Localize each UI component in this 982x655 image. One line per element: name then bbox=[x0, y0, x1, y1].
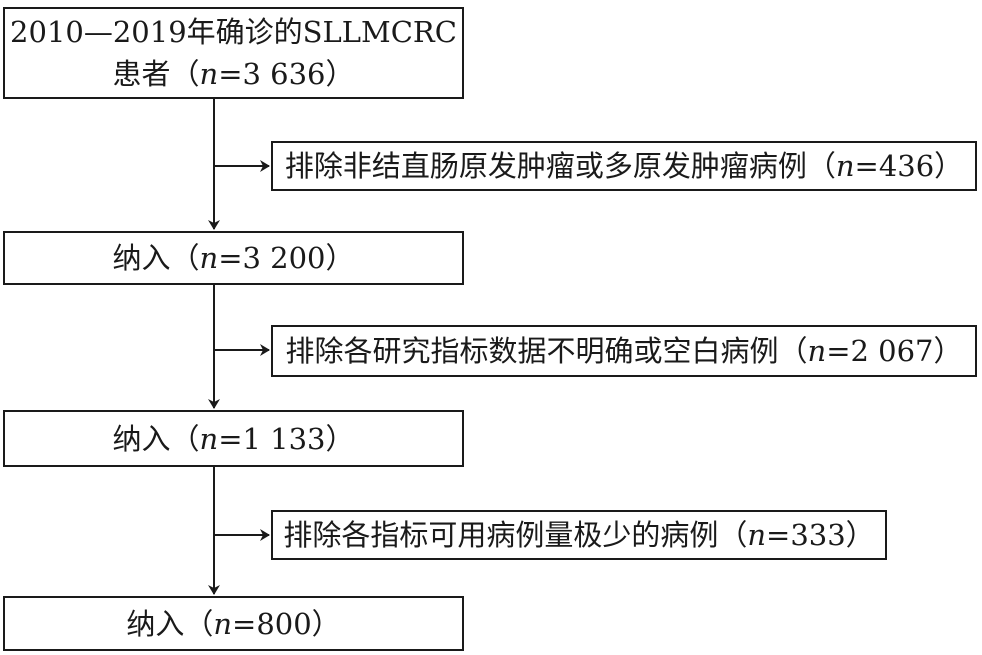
exclusion-text-3: 排除各指标可用病例量极少的病例（n=333） bbox=[283, 514, 874, 556]
included-2-prefix: 纳入（ bbox=[112, 421, 200, 456]
included-2-value: =1 133） bbox=[218, 421, 355, 456]
final-cohort-n-symbol: n bbox=[213, 606, 233, 641]
included-1-value: =3 200） bbox=[218, 241, 355, 275]
exclusion-2-n-symbol: n bbox=[807, 334, 827, 368]
included-1-n-symbol: n bbox=[199, 241, 219, 275]
included-1-prefix: 纳入（ bbox=[112, 241, 200, 275]
exclusion-1-n-symbol: n bbox=[835, 149, 855, 183]
exclusion-box-2: 排除各研究指标数据不明确或空白病例（n=2 067） bbox=[271, 325, 977, 377]
included-box-1: 纳入（n=3 200） bbox=[3, 231, 464, 285]
exclusion-2-value: =2 067） bbox=[826, 334, 963, 368]
final-cohort-prefix: 纳入（ bbox=[126, 606, 214, 641]
exclusion-2-prefix: 排除各研究指标数据不明确或空白病例（ bbox=[285, 334, 808, 368]
initial-cohort-value: =3 636） bbox=[218, 57, 355, 91]
exclusion-1-value: =436） bbox=[854, 149, 964, 183]
exclusion-text-2: 排除各研究指标数据不明确或空白病例（n=2 067） bbox=[285, 330, 962, 372]
included-text-2: 纳入（n=1 133） bbox=[112, 418, 354, 460]
exclusion-box-3: 排除各指标可用病例量极少的病例（n=333） bbox=[271, 510, 887, 560]
exclusion-3-value: =333） bbox=[766, 518, 875, 552]
exclusion-text-1: 排除非结直肠原发肿瘤或多原发肿瘤病例（n=436） bbox=[285, 145, 963, 187]
included-box-2: 纳入（n=1 133） bbox=[3, 410, 464, 467]
final-cohort-box: 纳入（n=800） bbox=[3, 596, 464, 651]
exclusion-3-n-symbol: n bbox=[747, 518, 767, 552]
initial-cohort-text: 2010—2019年确诊的SLLMCRC 患者（n=3 636） bbox=[10, 11, 457, 95]
exclusion-1-prefix: 排除非结直肠原发肿瘤或多原发肿瘤病例（ bbox=[284, 149, 836, 183]
initial-cohort-box: 2010—2019年确诊的SLLMCRC 患者（n=3 636） bbox=[3, 7, 464, 99]
initial-cohort-prefix: 患者（ bbox=[112, 57, 200, 91]
initial-cohort-n-symbol: n bbox=[199, 57, 219, 91]
exclusion-3-prefix: 排除各指标可用病例量极少的病例（ bbox=[283, 518, 748, 552]
initial-cohort-line1: 2010—2019年确诊的SLLMCRC bbox=[10, 15, 457, 49]
final-cohort-value: =800） bbox=[232, 606, 341, 641]
included-text-1: 纳入（n=3 200） bbox=[112, 237, 354, 279]
initial-cohort-line2: 患者（n=3 636） bbox=[10, 53, 457, 95]
exclusion-box-1: 排除非结直肠原发肿瘤或多原发肿瘤病例（n=436） bbox=[271, 141, 977, 191]
included-2-n-symbol: n bbox=[199, 421, 219, 456]
final-cohort-text: 纳入（n=800） bbox=[126, 603, 340, 645]
